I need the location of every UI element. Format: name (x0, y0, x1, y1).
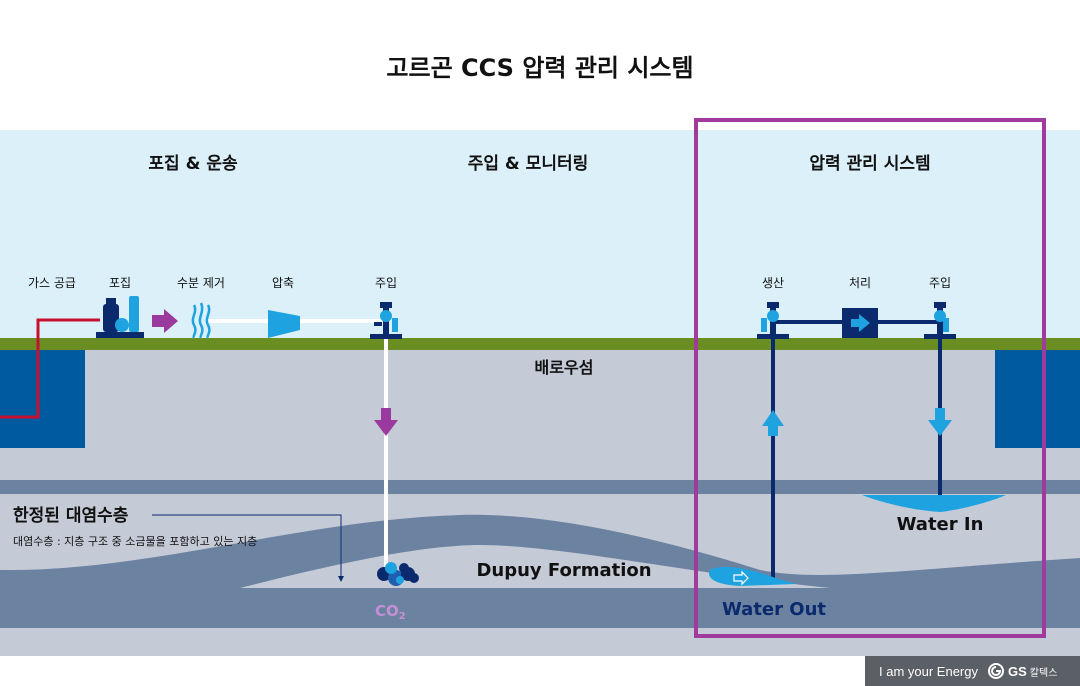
label-dehydration: 수분 제거 (177, 276, 225, 290)
water-out-arrow-icon (733, 570, 749, 586)
water-up-arrow-icon (762, 410, 784, 436)
footer-slogan: I am your Energy (879, 663, 978, 679)
label-capture: 포집 (109, 276, 131, 290)
compressor-icon (268, 310, 300, 338)
header-background (0, 0, 1080, 130)
co2-bubbles-icon (377, 562, 419, 586)
injection-wellhead-icon (370, 302, 402, 339)
label-gas-supply: 가스 공급 (28, 276, 76, 290)
label-dupuy-formation: Dupuy Formation (476, 560, 651, 581)
water-injection-wellhead-icon (924, 302, 956, 339)
label-co2-subscript: 2 (399, 611, 406, 622)
label-co2-main: CO (375, 602, 399, 620)
label-injection-left: 주입 (375, 276, 397, 290)
aquifer-callout-line (152, 514, 342, 578)
footer-brand-ko: 칼텍스 (1029, 667, 1058, 679)
treatment-unit-icon (842, 308, 878, 338)
label-water-in: Water In (897, 514, 984, 535)
lower-rock (0, 628, 1080, 656)
sky-area (0, 130, 1080, 340)
section-capture-title: 포집 & 운송 (148, 154, 238, 174)
water-out-lens (709, 566, 796, 586)
water-down-arrow-icon (928, 408, 952, 436)
ground-surface (0, 338, 1080, 350)
flow-arrow-icon (152, 309, 178, 333)
gs-logo-icon (988, 663, 1004, 679)
label-co2: CO2 (375, 602, 406, 622)
label-production: 생산 (762, 276, 784, 290)
injection-down-arrow-icon (374, 408, 398, 436)
section-injection-title: 주입 & 모니터링 (468, 154, 589, 174)
page-title: 고르곤 CCS 압력 관리 시스템 (386, 54, 693, 82)
label-aquifer-description: 대염수층 : 지층 구조 중 소금물을 포함하고 있는 지층 (13, 534, 257, 548)
gas-supply-pipe (0, 318, 100, 419)
pressure-system-frame (694, 118, 1046, 638)
right-reservoir-block (995, 350, 1080, 448)
footer-brand-bar: I am your Energy GS 칼텍스 (865, 656, 1080, 686)
upper-band (0, 480, 1080, 494)
production-wellhead-icon (757, 302, 789, 339)
label-cap-rock: 배로우섬 (535, 358, 594, 377)
section-pressure-title: 압력 관리 시스템 (809, 153, 930, 174)
gs-logo: GS 칼텍스 (988, 663, 1057, 679)
label-compression: 압축 (272, 276, 294, 290)
label-water-out: Water Out (722, 599, 826, 620)
left-reservoir-block (0, 350, 85, 448)
label-treatment: 처리 (849, 276, 871, 290)
capture-facility-icon (96, 296, 144, 338)
label-aquifer-title: 한정된 대염수층 (13, 506, 129, 526)
dehydration-icon (191, 302, 211, 339)
footer-brand: GS (1008, 663, 1027, 679)
label-injection-right: 주입 (929, 276, 951, 290)
callout-arrow-icon (338, 576, 344, 582)
water-in-lens (862, 495, 1006, 512)
